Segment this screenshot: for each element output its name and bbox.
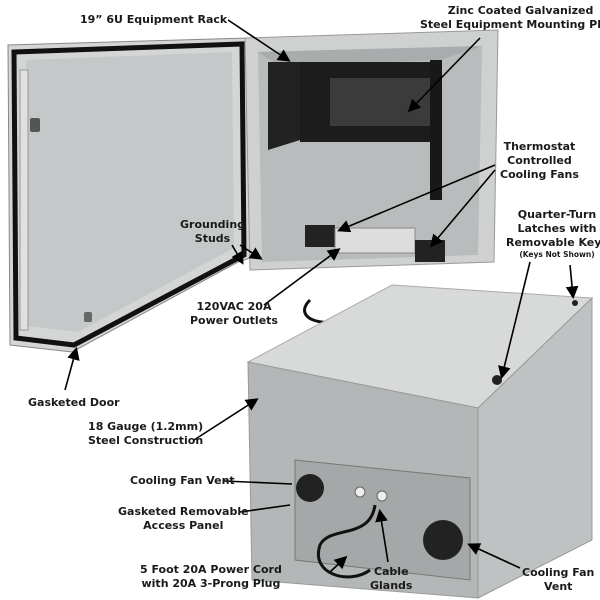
open-enclosure (244, 29, 499, 324)
label-line: Latches with (517, 222, 597, 235)
callout-arrows (64, 19, 579, 573)
label-equipment-rack: 19” 6U Equipment Rack (80, 13, 228, 26)
label-line: Vent (543, 580, 573, 593)
label-line: Grounding (180, 218, 246, 231)
label-line: Steel Construction (88, 434, 204, 447)
label-line: Studs (194, 232, 231, 245)
open-door (7, 37, 251, 353)
label-cooling-fan-vent-left: Cooling Fan Vent (130, 474, 235, 487)
closed-enclosure (246, 284, 594, 599)
label-line: Thermostat (503, 140, 576, 153)
label-line: Steel Equipment Mounting Plate (420, 18, 600, 31)
label-line: Power Outlets (190, 314, 278, 327)
label-steel-construction: 18 Gauge (1.2mm)Steel Construction (88, 420, 203, 448)
latch-icon (30, 118, 40, 132)
label-line: Removable Keys (506, 236, 600, 249)
label-line: Cooling Fan (522, 566, 595, 579)
label-line: Gasketed Removable (118, 505, 249, 518)
label-line: with 20A 3-Prong Plug (141, 577, 281, 590)
label-note: (Keys Not Shown) (519, 250, 595, 259)
label-line: Controlled (507, 154, 572, 167)
power-outlets (334, 227, 416, 254)
label-line: Cooling Fans (500, 168, 579, 181)
label-line: Glands (370, 579, 413, 592)
label-line: Zinc Coated Galvanized (447, 4, 594, 17)
label-line: 5 Foot 20A Power Cord (140, 563, 282, 576)
label-line: 18 Gauge (1.2mm) (88, 420, 204, 433)
label-line: Cable (373, 565, 409, 578)
power-cord (316, 504, 377, 579)
label-line: Access Panel (143, 519, 224, 532)
label-gasketed-door: Gasketed Door (28, 396, 120, 409)
fan-left (305, 225, 335, 247)
label-line: Quarter-Turn (517, 208, 597, 221)
label-line: 120VAC 20A (196, 300, 272, 313)
fan-right (415, 240, 445, 262)
